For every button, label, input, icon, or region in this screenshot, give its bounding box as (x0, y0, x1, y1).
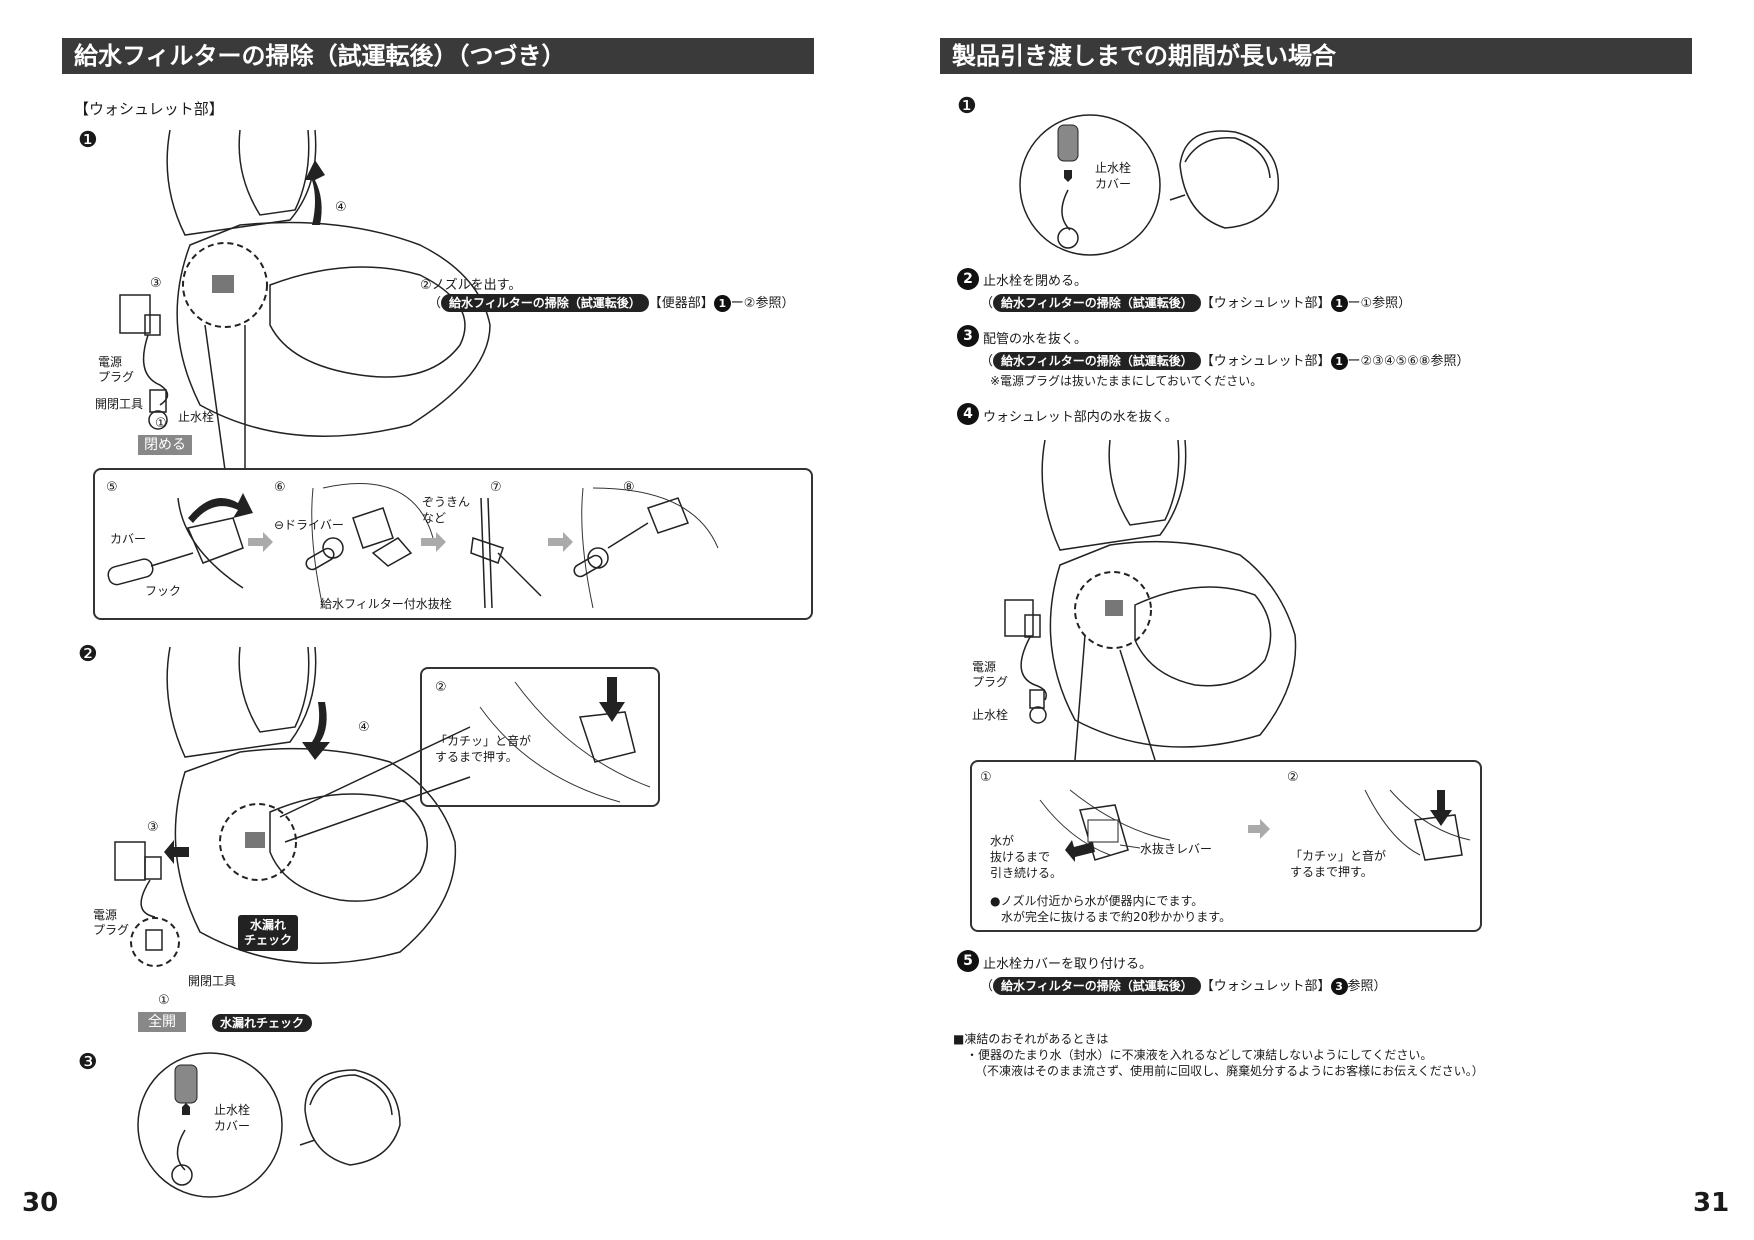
ref-tail: ー②③④⑤⑥⑧参照） (1347, 354, 1470, 369)
right-step3-text: 配管の水を抜く。 (983, 332, 1088, 347)
note-nozzle: ②ノズルを出す。 (420, 278, 522, 293)
freeze-line-1: ・便器のたまり水（封水）に不凍液を入れるなどして凍結しないようにしてください。 (966, 1048, 1433, 1062)
ref-num: 3 (1330, 978, 1348, 995)
ref-pill-filter-cleaning[interactable]: 給水フィルターの掃除（試運転後） (993, 352, 1201, 370)
ref-pill-filter-cleaning[interactable]: 給水フィルターの掃除（試運転後） (993, 977, 1201, 995)
inset-click-text: 「カチッ」と音が するまで押す。 (435, 734, 532, 764)
page-number-left: 30 (22, 1188, 59, 1218)
page-number-right: 31 (1693, 1188, 1730, 1218)
detail4-bullet-1: ●ノズル付近から水が便器内にでます。 (990, 894, 1204, 908)
right-step2-number: 2 (957, 268, 979, 290)
right-page-header: 製品引き渡しまでの期間が長い場合 (940, 38, 1692, 74)
right-label-valve-cover: 止水栓 カバー (1095, 161, 1132, 191)
valve-cover-illustration-left (137, 1052, 401, 1198)
detail4-lever-label: 水抜きレバー (1140, 842, 1213, 856)
detail-step-5: ⑤ (106, 480, 118, 495)
right-step4-label-valve: 止水栓 (972, 708, 1009, 722)
left-step3-number: ❸ (78, 1050, 98, 1075)
right-step5-text: 止水栓カバーを取り付ける。 (983, 957, 1153, 972)
ref-num: 1 (713, 295, 731, 312)
label-opener-tool: 開閉工具 (95, 397, 144, 411)
step2-callout-1: ① (158, 993, 170, 1008)
detail-box-step1 (93, 468, 813, 620)
label-driver: ⊖ドライバー (274, 518, 344, 532)
ref-tail: ー①参照） (1347, 296, 1412, 311)
inset-box-step2 (420, 667, 660, 807)
section-label-washlet: 【ウォシュレット部】 (74, 100, 224, 118)
step2-label-tool: 開閉工具 (188, 974, 237, 988)
right-step2-text: 止水栓を閉める。 (983, 274, 1088, 289)
detail-box-step4 (970, 760, 1482, 932)
callout-3: ③ (150, 276, 162, 291)
toilet-illustration-step2 (114, 646, 471, 967)
right-step4-text: ウォシュレット部内の水を抜く。 (983, 410, 1178, 425)
right-step4-label-plug: 電源 プラグ (972, 660, 1009, 689)
detail4-click-text: 「カチッ」と音が するまで押す。 (1290, 849, 1387, 879)
ref-num: 1 (1330, 295, 1348, 312)
ref-open: （ (980, 354, 994, 369)
right-step5-number: 5 (957, 950, 979, 972)
detail-step-8: ⑧ (623, 480, 635, 495)
left-step2-number: ❷ (78, 642, 98, 667)
ref-part: 【ウォシュレット部】 (1200, 979, 1331, 994)
right-step4-number: 4 (957, 403, 979, 425)
step2-callout-4: ④ (358, 720, 370, 735)
detail-step-6: ⑥ (274, 480, 286, 495)
inset-illustration (479, 677, 651, 803)
label-hook: フック (145, 584, 182, 598)
ref-pill-filter-cleaning[interactable]: 給水フィルターの掃除（試運転後） (993, 294, 1201, 312)
inset-number: ② (435, 680, 447, 695)
detail-illustrations-step4 (1039, 789, 1471, 862)
right-step1-number: ❶ (957, 94, 977, 119)
step2-callout-3: ③ (147, 820, 159, 835)
freeze-line-2: （不凍液はそのまま流さず、使用前に回収し、廃棄処分するようにお客様にお伝えくださ… (975, 1064, 1484, 1078)
callout-1: ① (155, 416, 167, 431)
label-filter-plug: 給水フィルター付水抜栓 (320, 597, 452, 611)
leak-check-badge: 水漏れ チェック (238, 915, 299, 951)
ref-num: 1 (1330, 353, 1348, 370)
detail4-step-1: ① (980, 770, 992, 785)
ref-open: （ (980, 296, 994, 311)
detail-step-7: ⑦ (490, 480, 502, 495)
ref-pill-filter-cleaning[interactable]: 給水フィルターの掃除（試運転後） (441, 294, 649, 312)
ref-open: （ (980, 979, 994, 994)
ref-open: （ (428, 296, 442, 311)
toilet-illustration-step4 (1004, 439, 1297, 761)
detail4-pull-text: 水が 抜けるまで 引き続ける。 (990, 834, 1063, 880)
left-step1-number: ❶ (78, 128, 98, 153)
label-cover: カバー (110, 532, 147, 546)
right-step3-number: 3 (957, 325, 979, 347)
ref-part: 【便器部】 (648, 296, 714, 311)
leak-check-pill: 水漏れチェック (212, 1014, 313, 1032)
valve-cover-illustration-right (1019, 114, 1280, 256)
label-rag: ぞうきん など (422, 495, 471, 525)
step3-label-valve-cover: 止水栓 カバー (214, 1103, 251, 1133)
ref-tail: 参照） (1347, 979, 1387, 994)
label-power-plug: 電源 プラグ (98, 355, 135, 384)
freeze-title: ■凍結のおそれがあるときは (953, 1032, 1109, 1046)
right-step3-note: ※電源プラグは抜いたままにしておいてください。 (990, 374, 1263, 388)
left-page-header: 給水フィルターの掃除（試運転後）（つづき） (62, 38, 814, 74)
step2-label-power-plug: 電源 プラグ (93, 908, 130, 937)
detail4-bullet-2: 水が完全に抜けるまで約20秒かかります。 (1001, 910, 1232, 924)
ref-tail: ー②参照） (730, 296, 795, 311)
detail-illustrations-step1 (107, 483, 719, 609)
callout-4: ④ (335, 200, 347, 215)
detail4-step-2: ② (1287, 770, 1299, 785)
toilet-illustration-step1 (119, 129, 491, 471)
close-tag: 閉める (138, 435, 192, 455)
ref-part: 【ウォシュレット部】 (1200, 354, 1331, 369)
full-open-tag: 全開 (138, 1012, 186, 1032)
label-stop-valve: 止水栓 (178, 410, 215, 424)
ref-part: 【ウォシュレット部】 (1200, 296, 1331, 311)
